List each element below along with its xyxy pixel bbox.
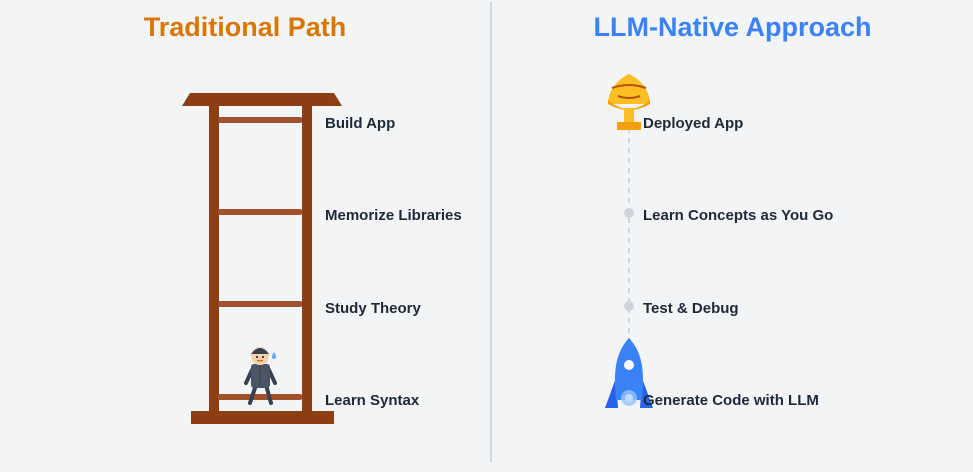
climbing-person-icon bbox=[244, 347, 277, 405]
llm-native-approach-title: LLM-Native Approach bbox=[593, 12, 872, 42]
ladder-rung bbox=[218, 394, 302, 400]
step-learn-syntax: Learn Syntax bbox=[325, 392, 420, 409]
rocket-icon bbox=[605, 338, 653, 408]
ladder-rung bbox=[218, 209, 302, 215]
ladder-right-rail bbox=[302, 103, 312, 418]
panel-divider bbox=[490, 2, 492, 462]
path-node bbox=[624, 208, 634, 218]
ladder-icon bbox=[182, 93, 342, 424]
sweat-drop-icon bbox=[272, 352, 276, 359]
ladder-base bbox=[191, 411, 334, 424]
step-learn-concepts: Learn Concepts as You Go bbox=[643, 207, 834, 224]
step-build-app: Build App bbox=[325, 115, 396, 132]
step-memorize-libraries: Memorize Libraries bbox=[325, 207, 462, 224]
step-generate-code: Generate Code with LLM bbox=[643, 392, 819, 409]
ladder-rung bbox=[218, 117, 302, 123]
step-study-theory: Study Theory bbox=[325, 300, 421, 317]
ladder-top-cap bbox=[182, 93, 342, 106]
step-test-debug: Test & Debug bbox=[643, 300, 739, 317]
ladder-rung bbox=[218, 301, 302, 307]
step-deployed-app: Deployed App bbox=[643, 115, 744, 132]
trophy-icon bbox=[608, 74, 650, 130]
path-node bbox=[624, 301, 634, 311]
ladder-left-rail bbox=[209, 103, 219, 418]
traditional-path-title: Traditional Path bbox=[143, 12, 347, 42]
